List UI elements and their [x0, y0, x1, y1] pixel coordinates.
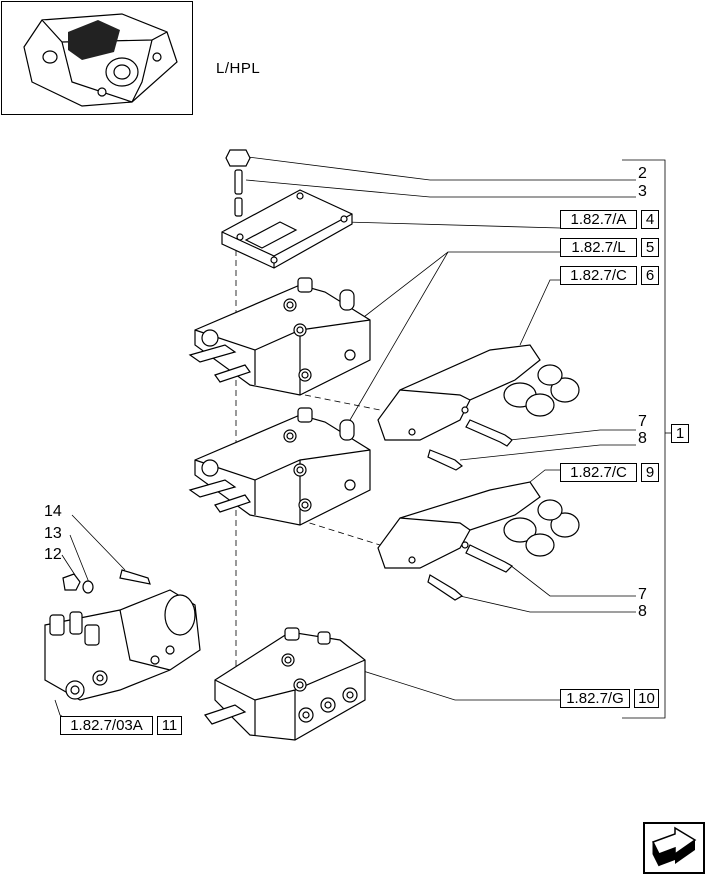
ref-cover-no: 4 — [641, 210, 659, 229]
callout-8-upper: 8 — [638, 430, 647, 447]
callout-8-lower: 8 — [638, 603, 647, 620]
callout-14: 14 — [44, 503, 62, 520]
ref-coupler-lower[interactable]: 1.82.7/C — [560, 463, 637, 482]
ref-side[interactable]: 1.82.7/03A — [60, 716, 153, 735]
ref-valve[interactable]: 1.82.7/L — [560, 238, 637, 257]
ref-end[interactable]: 1.82.7/G — [560, 689, 630, 708]
callout-7-lower: 7 — [638, 586, 647, 603]
ref-assembly-no: 1 — [671, 424, 689, 443]
ref-side-no: 11 — [157, 716, 182, 735]
ref-coupler-lower-no: 9 — [641, 463, 659, 482]
ref-end-no: 10 — [634, 689, 659, 708]
callout-3: 3 — [638, 183, 647, 200]
assembly-thumbnail-icon — [23, 13, 178, 107]
callout-13: 13 — [44, 525, 62, 542]
ref-cover[interactable]: 1.82.7/A — [560, 210, 637, 229]
callout-7-upper: 7 — [638, 413, 647, 430]
ref-coupler-upper-no: 6 — [641, 266, 659, 285]
ref-valve-no: 5 — [641, 238, 659, 257]
callout-2: 2 — [638, 165, 647, 182]
assembly-thumbnail — [1, 1, 193, 115]
next-page-button[interactable] — [643, 822, 705, 874]
next-page-arrow-icon — [651, 826, 697, 867]
ref-coupler-upper[interactable]: 1.82.7/C — [560, 266, 637, 285]
callout-12: 12 — [44, 546, 62, 563]
variant-label: L/HPL — [216, 60, 261, 77]
